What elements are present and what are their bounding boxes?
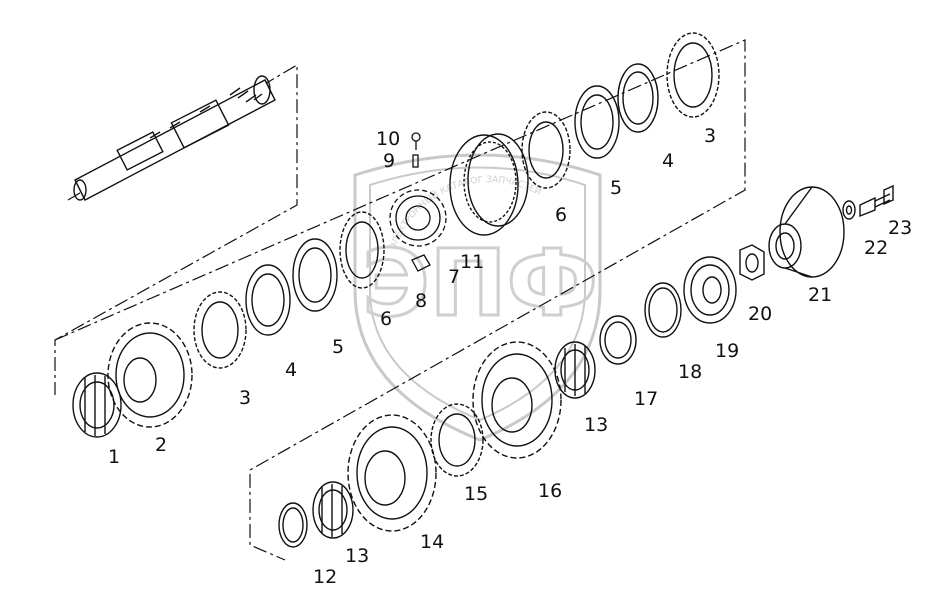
part-23-bolt — [859, 184, 894, 218]
callout-17: 17 — [634, 388, 658, 410]
callout-1: 1 — [108, 446, 120, 468]
callout-12: 12 — [313, 566, 337, 588]
axis-upper-shaft — [54, 63, 298, 395]
part-3-ring-lower — [193, 291, 247, 369]
axis-main — [54, 39, 746, 561]
part-14-gear — [347, 414, 437, 532]
callout-6b: 6 — [555, 204, 567, 226]
watermark-emblem: ЭЛЕКТРОННЫЙ КАТАЛОГ ЗАПЧАСТЕЙ ЭПФ — [353, 153, 602, 442]
part-10-bolt — [411, 132, 421, 150]
callout-7: 7 — [448, 266, 460, 288]
part-6-ring-lower — [339, 211, 385, 289]
callout-16: 16 — [538, 480, 562, 502]
callout-8: 8 — [415, 290, 427, 312]
part-13-needle-bearing-upper — [554, 341, 596, 399]
part-15-ring-gear — [430, 403, 484, 477]
part-21-flange — [768, 186, 845, 278]
part-19-ball-bearing — [683, 256, 737, 324]
part-17-sleeve — [599, 315, 637, 365]
callout-15: 15 — [464, 483, 488, 505]
callout-5a: 5 — [332, 336, 344, 358]
callout-18: 18 — [678, 361, 702, 383]
part-2-gear — [107, 322, 193, 428]
callout-labels: 1 2 3 4 5 6 7 8 9 10 11 6 5 4 3 12 13 14… — [108, 125, 912, 588]
part-20-nut — [739, 244, 765, 281]
callout-14: 14 — [420, 531, 444, 553]
callout-22: 22 — [864, 237, 888, 259]
part-1-needle-bearing — [72, 372, 122, 438]
callout-19: 19 — [715, 340, 739, 362]
part-4-ring-lower — [245, 264, 291, 336]
mainshaft-upper — [73, 75, 276, 201]
watermark-logo-text: ЭПФ — [362, 230, 598, 337]
callout-13b: 13 — [584, 414, 608, 436]
callout-9: 9 — [383, 150, 395, 172]
part-22-washer — [842, 200, 856, 220]
shaft-splines — [149, 87, 263, 139]
callout-4b: 4 — [662, 150, 674, 172]
part-13-needle-bearing-lower — [312, 481, 354, 539]
part-4-ring-upper — [617, 63, 659, 133]
part-3-ring-upper — [666, 32, 720, 118]
part-8-block — [411, 254, 431, 272]
callout-13a: 13 — [345, 545, 369, 567]
part-6-ring-upper — [521, 111, 571, 189]
callout-11: 11 — [460, 251, 484, 273]
callout-23: 23 — [888, 217, 912, 239]
part-16-gear — [472, 341, 562, 459]
part-7-hub — [389, 189, 447, 247]
callout-10: 10 — [376, 128, 400, 150]
callout-4a: 4 — [285, 359, 297, 381]
callout-5b: 5 — [610, 177, 622, 199]
callout-3b: 3 — [704, 125, 716, 147]
callout-2: 2 — [155, 434, 167, 456]
part-5-ring-lower — [292, 238, 338, 312]
part-12-snap-ring — [278, 502, 308, 548]
callout-21: 21 — [808, 284, 832, 306]
part-11-sleeve — [449, 133, 529, 236]
part-9-pin — [412, 154, 419, 168]
part-5-ring-upper — [574, 85, 620, 159]
callout-3a: 3 — [239, 387, 251, 409]
callout-20: 20 — [748, 303, 772, 325]
part-18-snap-ring — [644, 282, 682, 338]
callout-6a: 6 — [380, 308, 392, 330]
